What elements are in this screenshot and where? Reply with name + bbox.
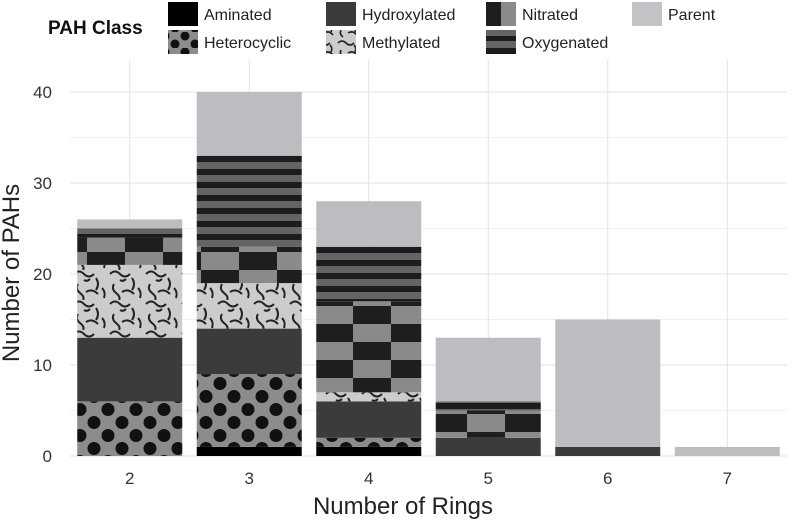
bar-segment-parent-4 — [316, 201, 422, 247]
bar-segment-heterocyclic-4 — [316, 437, 422, 447]
x-tick-label: 4 — [364, 469, 373, 488]
bar-segment-hydroxylated-4 — [316, 401, 422, 438]
bar-segment-oxygenated-2 — [77, 228, 183, 238]
legend-swatch-part — [486, 2, 501, 26]
legend-swatch-part — [486, 36, 516, 41]
bar-segment-nitrated-4 — [316, 301, 422, 393]
bar-segment-parent-7 — [674, 446, 780, 456]
legend-item-nitrated: Nitrated — [486, 2, 578, 26]
legend-label: Nitrated — [522, 7, 578, 24]
legend-label: Parent — [668, 7, 716, 24]
legend-label: Heterocyclic — [204, 35, 291, 52]
bar-segment-hydroxylated-3 — [196, 328, 302, 375]
legend-swatch-part — [486, 48, 516, 54]
bar-segment-oxygenated-3 — [196, 155, 302, 247]
legend-item-oxygenated: Oxygenated — [486, 30, 608, 54]
legend-label: Oxygenated — [522, 35, 608, 52]
legend-swatch — [326, 2, 356, 26]
x-tick-label: 5 — [484, 469, 493, 488]
bar-segment-oxygenated-4 — [316, 246, 422, 302]
legend-swatch — [168, 2, 198, 26]
bar-segment-methylated-3 — [196, 283, 302, 329]
y-tick-label: 30 — [33, 174, 52, 193]
bar-segment-parent-2 — [77, 219, 183, 229]
bar-segment-hydroxylated-6 — [555, 446, 661, 456]
bar-segment-methylated-2 — [77, 264, 183, 338]
legend-swatch — [168, 30, 198, 54]
legend-title: PAH Class — [48, 18, 143, 39]
legend-item-aminated: Aminated — [168, 2, 272, 26]
y-tick-label: 10 — [33, 356, 52, 375]
bar-segment-aminated-3 — [196, 446, 302, 456]
bar-segment-heterocyclic-2 — [77, 401, 183, 456]
bar-segment-hydroxylated-5 — [435, 437, 541, 456]
bar-segment-nitrated-3 — [196, 246, 302, 284]
bar-segment-parent-3 — [196, 92, 302, 156]
bar-segment-parent-6 — [555, 319, 661, 447]
y-tick-label: 40 — [33, 83, 52, 102]
bar-segment-hydroxylated-2 — [77, 337, 183, 402]
bar-segment-aminated-4 — [316, 446, 422, 456]
bar-segment-nitrated-2 — [77, 237, 183, 265]
legend-item-hydroxylated: Hydroxylated — [326, 2, 455, 26]
bar-segment-parent-5 — [435, 337, 541, 402]
legend-item-heterocyclic: Heterocyclic — [168, 30, 291, 54]
x-axis-label: Number of Rings — [313, 493, 493, 520]
bars — [77, 92, 780, 456]
legend-label: Hydroxylated — [362, 7, 455, 24]
legend-swatch — [632, 2, 662, 26]
x-tick-label: 3 — [245, 469, 254, 488]
x-tick-label: 2 — [125, 469, 134, 488]
bar-segment-nitrated-5 — [435, 410, 541, 438]
x-tick-label: 7 — [723, 469, 732, 488]
bar-segment-heterocyclic-3 — [196, 374, 302, 447]
x-tick-label: 6 — [603, 469, 612, 488]
legend-label: Aminated — [204, 7, 272, 24]
legend-swatch — [326, 30, 356, 54]
bar-segment-oxygenated-5 — [435, 401, 541, 411]
x-axis-ticks: 2 3 4 5 6 7 — [125, 469, 732, 488]
legend-item-parent: Parent — [632, 2, 716, 26]
y-tick-label: 20 — [33, 265, 52, 284]
bar-segment-methylated-4 — [316, 392, 422, 402]
y-tick-label: 0 — [43, 447, 52, 466]
legend-item-methylated: Methylated — [326, 30, 440, 54]
legend-label: Methylated — [362, 35, 440, 52]
y-axis-ticks: 0 10 20 30 40 — [33, 83, 52, 466]
y-axis-label: Number of PAHs — [0, 184, 25, 362]
